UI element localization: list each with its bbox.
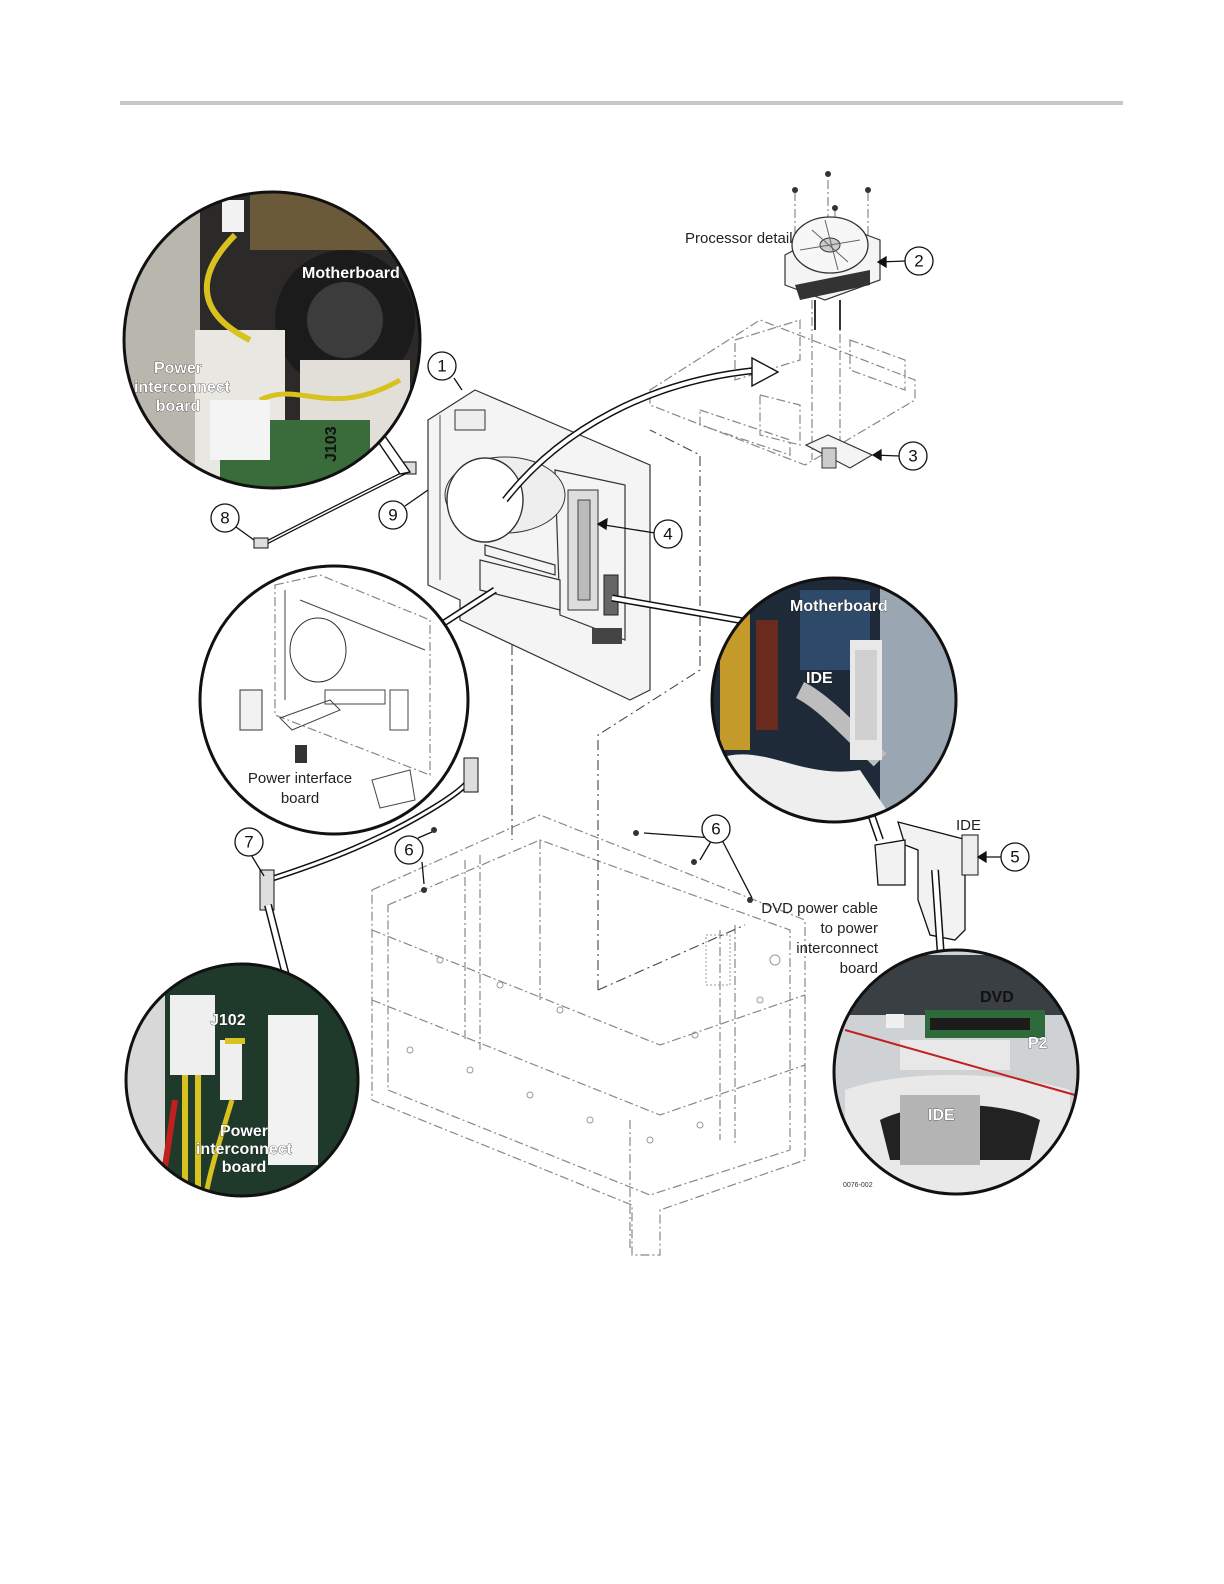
callout-5: 5: [1001, 843, 1029, 871]
callout-6-right: 6: [702, 815, 730, 843]
screws: [421, 827, 753, 903]
callout-9-number: 9: [388, 506, 397, 525]
power-interface-line2: board: [281, 790, 319, 807]
callout-7: 7: [235, 828, 263, 856]
bracket-assembly: [428, 390, 650, 700]
callout-3-number: 3: [908, 447, 917, 466]
callout-4-number: 4: [663, 525, 672, 544]
figure-id: 0076-002: [843, 1182, 873, 1189]
inset-br-ide-label: IDE: [928, 1107, 955, 1124]
callout-2-number: 2: [914, 252, 923, 271]
power-interface-line1: Power interface: [248, 770, 352, 787]
inset-br-dvd-label: DVD: [980, 989, 1014, 1006]
callout-5-number: 5: [1010, 848, 1019, 867]
callout-2: 2: [905, 247, 933, 275]
callout-3: 3: [899, 442, 927, 470]
dvd-power-line3: interconnect: [796, 940, 879, 957]
inset-power-interface-board: Power interface board: [200, 566, 468, 834]
inset-bl-power-line1: Power: [220, 1123, 268, 1140]
motherboard-outline: [650, 320, 915, 465]
dvd-power-line1: DVD power cable: [761, 900, 878, 917]
inset-tl-power-line3: board: [156, 398, 200, 415]
inset-tl-connector-label: J103: [323, 426, 340, 462]
inset-mr-ide-label: IDE: [806, 670, 833, 687]
callout-6-left: 6: [395, 836, 423, 864]
inset-tl-power-line1: Power: [154, 360, 202, 377]
callout-1-number: 1: [437, 357, 446, 376]
inset-br-p2-label: P2: [1028, 1035, 1048, 1052]
callout-6-left-number: 6: [404, 841, 413, 860]
ide-cable-label: IDE: [956, 817, 981, 834]
inset-bl-connector-label: J102: [210, 1012, 246, 1029]
inset-bl-power-line3: board: [222, 1159, 266, 1176]
inset-bl-power-line2: interconnect: [196, 1141, 293, 1158]
callout-8: 8: [211, 504, 239, 532]
dvd-power-line2: to power: [820, 920, 878, 937]
callout-6-right-number: 6: [711, 820, 720, 839]
inset-power-interconnect-j102: J102 Power interconnect board: [125, 964, 360, 1200]
ide-ribbon-cable: [875, 822, 978, 940]
processor-detail-label: Processor detail: [685, 230, 793, 247]
dvd-power-line4: board: [840, 960, 878, 977]
inset-dvd-p2-ide: DVD P2 IDE: [834, 950, 1078, 1195]
callout-1: 1: [428, 352, 456, 380]
processor-cooler: [785, 171, 880, 468]
inset-motherboard-ide: Motherboard IDE: [710, 575, 960, 830]
callout-9: 9: [379, 501, 407, 529]
inset-mr-motherboard-label: Motherboard: [790, 598, 888, 615]
inset-tl-motherboard-label: Motherboard: [302, 265, 400, 282]
callout-7-number: 7: [244, 833, 253, 852]
callout-4: 4: [654, 520, 682, 548]
inset-tl-power-line2: interconnect: [134, 379, 231, 396]
chassis-frame: [372, 815, 805, 1255]
callout-8-number: 8: [220, 509, 229, 528]
